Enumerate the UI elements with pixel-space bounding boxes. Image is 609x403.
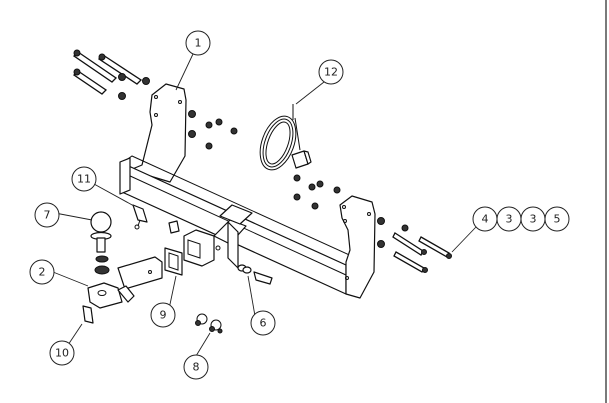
callout-label: 8 [193,361,200,374]
receiver-cover [164,247,183,276]
wiring-harness [259,104,312,171]
hitch-pin [237,264,252,274]
callout-6: 6 [250,310,276,336]
callout-11: 11 [71,166,97,192]
hitch-frame [119,83,376,299]
callout-label: 9 [160,309,167,322]
page-border [605,0,607,403]
callout-7: 7 [34,202,60,228]
left-nuts [188,110,238,150]
callout-label: 3 [506,213,513,226]
left-bolts [72,49,150,100]
callout-4: 4 [472,206,498,232]
callout-label: 7 [44,209,51,222]
callout-label: 6 [260,317,267,330]
callout-label: 2 [39,266,46,279]
callout-9: 9 [150,302,176,328]
callout-3b: 3 [520,206,546,232]
callout-label: 10 [55,347,69,360]
right-bolts [392,232,452,273]
callout-label: 5 [554,213,561,226]
receiver-nut [168,220,180,234]
right-nuts [293,174,409,248]
leader-lines [52,53,477,357]
callout-3a: 3 [496,206,522,232]
label-plate [82,305,94,324]
callout-12: 12 [318,59,344,85]
callout-2: 2 [29,259,55,285]
callout-label: 1 [195,37,202,50]
callout-5: 5 [544,206,570,232]
tow-ball [90,211,112,275]
callout-8: 8 [183,354,209,380]
callout-label: 11 [77,173,91,186]
safety-shackles [195,313,223,334]
ball-mount [87,256,163,309]
callout-label: 4 [482,213,489,226]
callout-10: 10 [49,340,75,366]
callout-label: 12 [324,66,338,79]
callout-1: 1 [185,30,211,56]
callout-label: 3 [530,213,537,226]
bracket-clip [132,204,148,230]
